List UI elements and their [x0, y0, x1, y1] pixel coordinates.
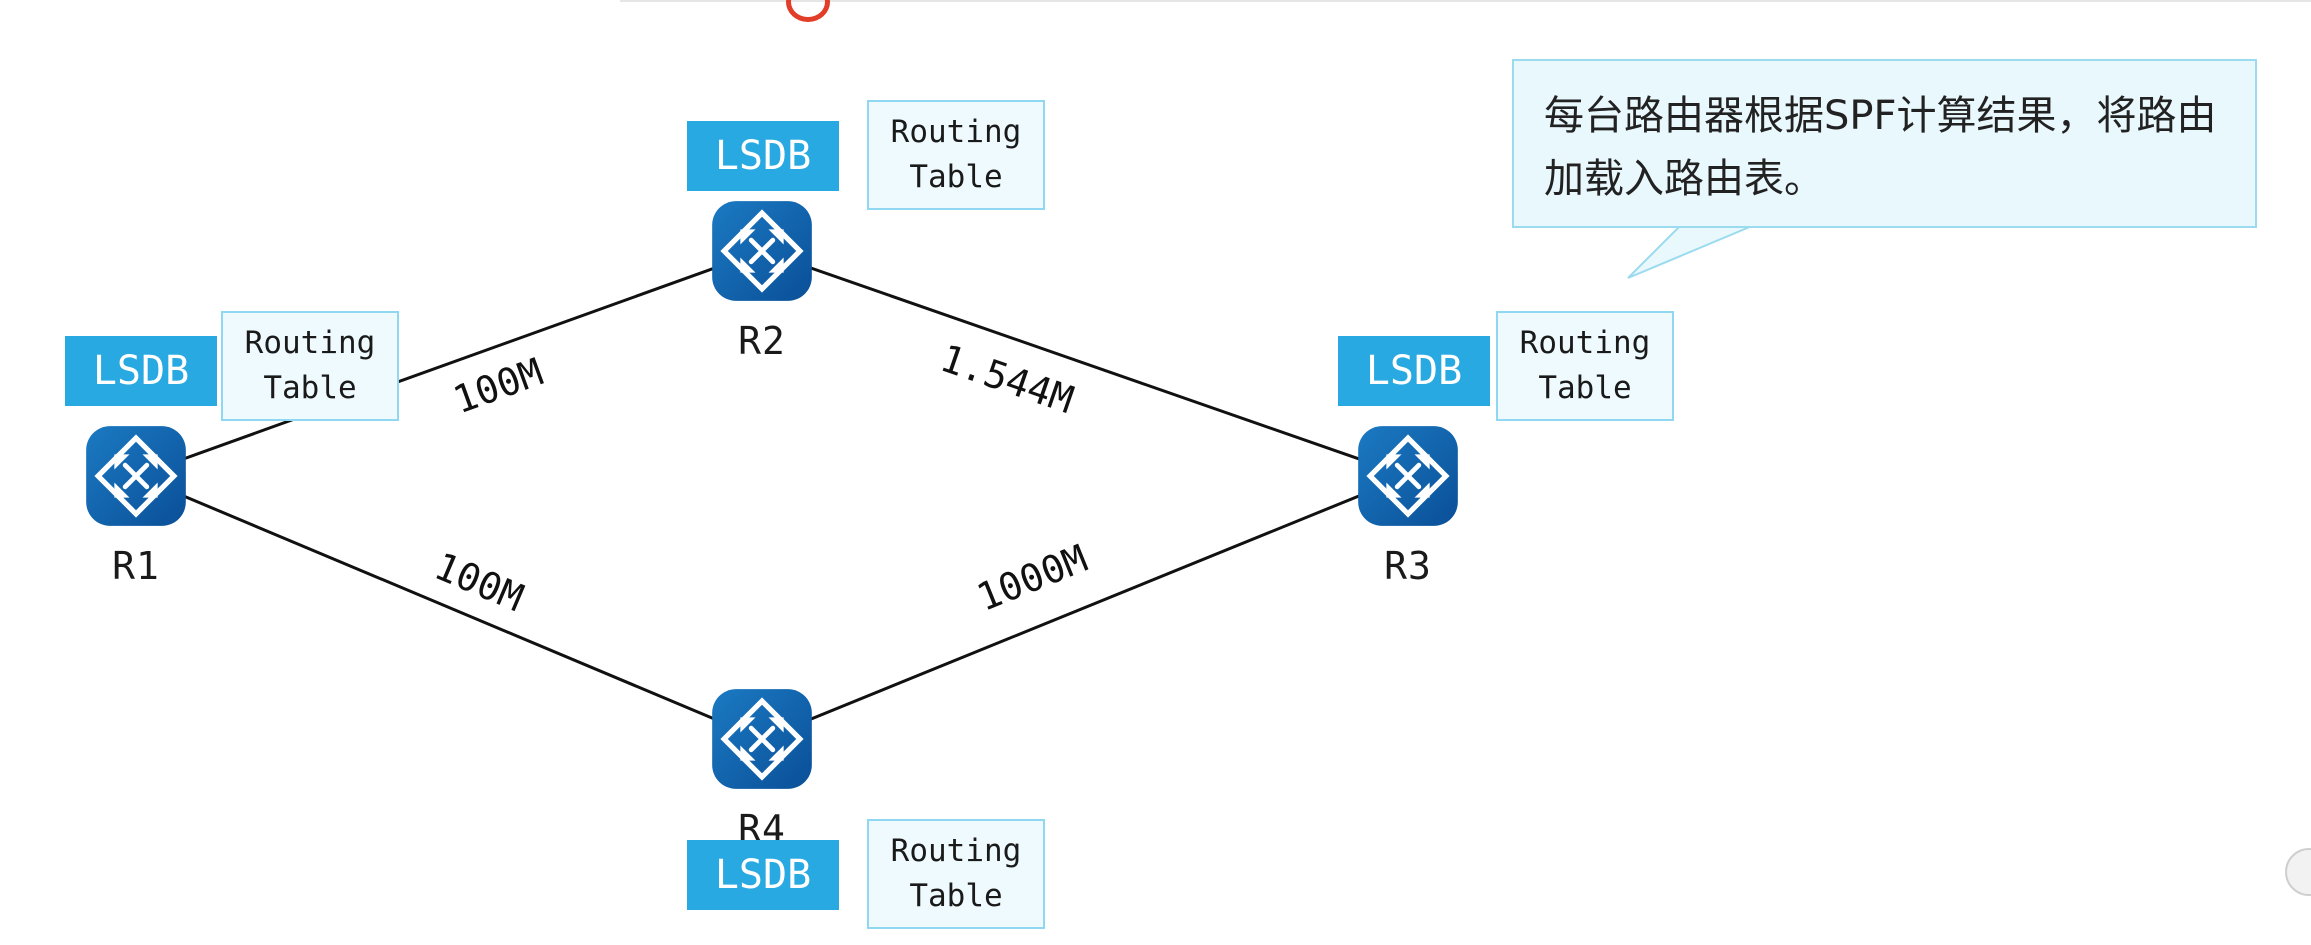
link-r2-r3: [761, 249, 1409, 478]
routing-table-badge-r1: Routing Table: [221, 311, 399, 421]
link-r1-r2: [135, 249, 763, 478]
router-r4: R4: [710, 687, 814, 851]
lsdb-badge-r4: LSDB: [687, 840, 839, 910]
router-icon: [1358, 426, 1458, 526]
callout-tail: [1627, 225, 1753, 279]
routing-table-text: Routing Table: [1519, 325, 1651, 406]
routing-table-text: Routing Table: [244, 325, 376, 406]
router-r2: R2: [710, 199, 814, 363]
lsdb-badge-r2: LSDB: [687, 121, 839, 191]
routing-table-badge-r3: Routing Table: [1496, 311, 1674, 421]
routing-table-badge-r4: Routing Table: [867, 819, 1045, 929]
router-icon: [712, 689, 812, 789]
lsdb-badge-r3: LSDB: [1338, 336, 1490, 406]
routing-table-badge-r2: Routing Table: [867, 100, 1045, 210]
router-label-r3: R3: [1384, 544, 1432, 588]
router-r1: R1: [84, 424, 188, 588]
red-annotation-mark: [786, 0, 830, 22]
link-r1-r4: [135, 474, 763, 741]
router-label-r1: R1: [112, 544, 160, 588]
router-r3: R3: [1356, 424, 1460, 588]
router-label-r2: R2: [738, 319, 786, 363]
router-icon: [712, 201, 812, 301]
routing-table-text: Routing Table: [890, 833, 1022, 914]
lsdb-badge-r1: LSDB: [65, 336, 217, 406]
callout-note: 每台路由器根据SPF计算结果，将路由 加载入路由表。: [1512, 59, 2257, 228]
link-r4-r3: [761, 474, 1409, 741]
top-edge-line: [620, 0, 2311, 2]
routing-table-text: Routing Table: [890, 114, 1022, 195]
router-icon: [86, 426, 186, 526]
